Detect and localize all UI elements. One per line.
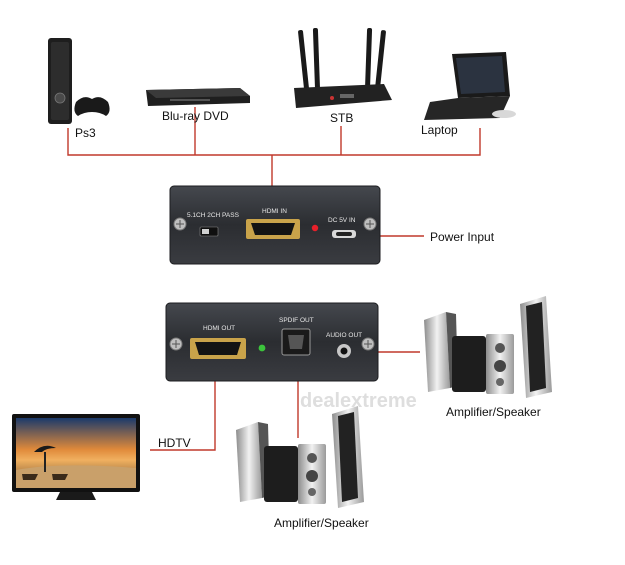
front-dc-label: DC 5V IN — [328, 217, 356, 224]
front-panel: 5.1CH 2CH PASS HDMI IN DC 5V IN — [169, 185, 381, 265]
right-speaker-set-icon — [424, 296, 552, 398]
bluray-player-icon — [146, 88, 250, 106]
status-led-green — [258, 344, 266, 352]
hdtv-line — [150, 352, 216, 451]
watermark: dealextreme — [300, 390, 417, 412]
bluray-label: Blu-ray DVD — [162, 109, 229, 123]
laptop-label: Laptop — [421, 123, 458, 137]
front-switch-label: 5.1CH 2CH PASS — [187, 212, 240, 219]
bottom-speaker-set-icon — [236, 406, 364, 508]
laptop-icon — [424, 52, 516, 120]
hdtv-label: HDTV — [158, 436, 191, 450]
back-spdif-label: SPDIF OUT — [279, 317, 314, 324]
back-hdmi-out-label: HDMI OUT — [203, 325, 235, 332]
power-input-label: Power Input — [430, 230, 495, 244]
back-audio-out-label: AUDIO OUT — [326, 332, 362, 339]
front-hdmi-in-label: HDMI IN — [262, 208, 287, 215]
connection-lines — [67, 107, 481, 451]
stb-router-icon — [294, 27, 392, 108]
ps3-label: Ps3 — [75, 126, 96, 140]
ps3-icon — [48, 38, 110, 124]
back-panel: HDMI OUT SPDIF OUT AUDIO OUT — [165, 302, 379, 382]
stb-label: STB — [330, 111, 354, 125]
amp-bottom-label: Amplifier/Speaker — [274, 516, 369, 530]
power-led-red — [311, 224, 319, 232]
hdtv-icon — [12, 414, 140, 500]
source-bus-line — [67, 128, 481, 156]
amp-right-label: Amplifier/Speaker — [446, 405, 541, 419]
